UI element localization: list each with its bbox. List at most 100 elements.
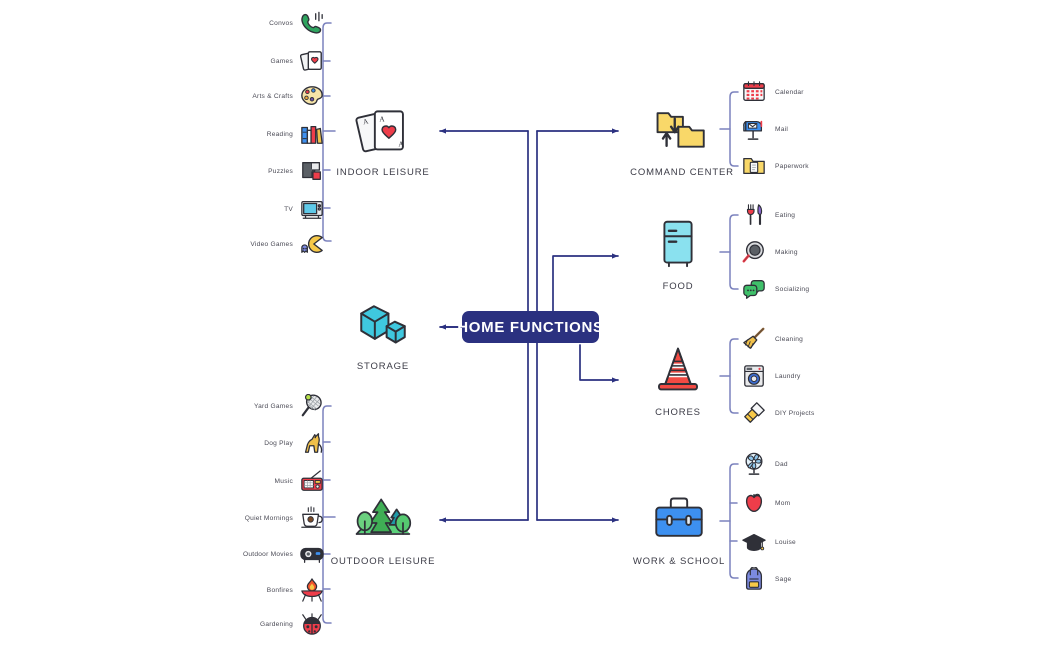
fan-icon — [742, 452, 766, 476]
list-item[interactable]: Cleaning — [742, 326, 872, 352]
list-item[interactable]: Bonfires — [170, 577, 324, 603]
branch-label-command-center: COMMAND CENTER — [630, 167, 734, 178]
list-item[interactable]: Making — [742, 239, 872, 265]
branch-label-chores: CHORES — [655, 407, 701, 418]
branch-label-food: FOOD — [662, 281, 694, 292]
leaf-label: Paperwork — [775, 162, 809, 170]
leaf-label: Louise — [775, 538, 796, 546]
list-item[interactable]: Mom — [742, 490, 872, 516]
branch-hub-outdoor-leisure[interactable]: OUTDOOR LEISURE — [331, 487, 434, 567]
list-item[interactable]: Dog Play — [170, 430, 324, 456]
calendar-icon — [742, 80, 766, 104]
list-item[interactable]: Sage — [742, 566, 872, 592]
broom-icon — [742, 327, 766, 351]
books-icon — [300, 122, 324, 146]
leaf-label: Eating — [775, 211, 796, 219]
list-item[interactable]: Socializing — [742, 276, 872, 302]
playing-cards-small-icon — [300, 49, 324, 73]
leaf-label: Convos — [269, 19, 293, 27]
apple-icon — [742, 491, 766, 515]
list-item[interactable]: Quiet Mornings — [170, 505, 324, 531]
list-item[interactable]: Gardening — [170, 611, 324, 637]
list-item[interactable]: TV — [170, 196, 324, 222]
leaf-label: Arts & Crafts — [252, 92, 293, 100]
briefcase-icon — [648, 487, 710, 549]
projector-icon — [300, 542, 324, 566]
branch-label-work-school: WORK & SCHOOL — [632, 556, 726, 567]
list-item[interactable]: Reading — [170, 121, 324, 147]
list-item[interactable]: Laundry — [742, 363, 872, 389]
dog-icon — [300, 431, 324, 455]
branch-hub-indoor-leisure[interactable]: A A A INDOOR LEISURE — [336, 98, 429, 178]
leaf-label: Music — [274, 477, 293, 485]
folders-transfer-icon — [651, 98, 713, 160]
puzzle-icon — [300, 159, 324, 183]
list-item[interactable]: Games — [170, 48, 324, 74]
list-item[interactable]: Video Games — [170, 231, 324, 257]
leaf-label: Games — [270, 57, 293, 65]
trees-icon — [352, 487, 414, 549]
list-item[interactable]: Music — [170, 468, 324, 494]
paint-palette-icon — [300, 84, 324, 108]
list-item[interactable]: Outdoor Movies — [170, 541, 324, 567]
leaf-label: Sage — [775, 575, 792, 583]
coffee-cup-icon — [300, 506, 324, 530]
list-item[interactable]: Mail — [742, 116, 872, 142]
phone-call-icon — [300, 11, 324, 35]
branch-label-outdoor-leisure: OUTDOOR LEISURE — [330, 556, 436, 567]
branch-hub-food[interactable]: FOOD — [648, 212, 708, 292]
leaf-label: Bonfires — [266, 586, 293, 594]
washing-machine-icon — [742, 364, 766, 388]
leaf-label: Mom — [775, 499, 791, 507]
leaf-label: Gardening — [259, 620, 293, 628]
playing-cards-icon: A A A — [352, 98, 414, 160]
leaf-label: Cleaning — [775, 335, 804, 343]
fire-pit-icon — [300, 578, 324, 602]
list-item[interactable]: Puzzles — [170, 158, 324, 184]
leaf-label: TV — [284, 205, 293, 213]
list-item[interactable]: DIY Projects — [742, 400, 872, 426]
radio-icon — [300, 469, 324, 493]
ladybug-icon — [300, 612, 324, 636]
list-item[interactable]: Yard Games — [170, 393, 324, 419]
fork-knife-icon — [742, 203, 766, 227]
list-item[interactable]: Arts & Crafts — [170, 83, 324, 109]
leaf-label: Puzzles — [268, 167, 293, 175]
branch-hub-chores[interactable]: CHORES — [648, 338, 708, 418]
leaf-label: Quiet Mornings — [244, 514, 293, 522]
branch-hub-work-school[interactable]: WORK & SCHOOL — [633, 487, 724, 567]
branch-hub-storage[interactable]: STORAGE — [351, 292, 415, 372]
document-folder-icon — [742, 154, 766, 178]
leaf-label: Socializing — [775, 285, 810, 293]
leaf-label: Calendar — [775, 88, 804, 96]
boxes-icon — [352, 292, 414, 354]
leaf-label: Mail — [775, 125, 789, 133]
branch-label-storage: STORAGE — [356, 361, 410, 372]
list-item[interactable]: Calendar — [742, 79, 872, 105]
center-node[interactable]: HOME FUNCTIONS — [457, 311, 603, 343]
mailbox-icon — [742, 117, 766, 141]
svg-text:A: A — [379, 115, 385, 123]
branch-hub-command-center[interactable]: COMMAND CENTER — [630, 98, 733, 178]
list-item[interactable]: Eating — [742, 202, 872, 228]
leaf-label: Reading — [266, 130, 293, 138]
leaf-label: Dog Play — [264, 439, 293, 447]
leaf-label: Video Games — [250, 240, 293, 248]
svg-text:A: A — [362, 117, 370, 126]
leaf-label: Making — [775, 248, 798, 256]
leaf-label: Laundry — [775, 372, 801, 380]
graduation-cap-icon — [742, 530, 766, 554]
list-item[interactable]: Paperwork — [742, 153, 872, 179]
branch-label-indoor-leisure: INDOOR LEISURE — [336, 167, 430, 178]
refrigerator-icon — [647, 212, 709, 274]
frying-pan-icon — [742, 240, 766, 264]
svg-text:A: A — [398, 140, 404, 148]
paint-scraper-icon — [742, 401, 766, 425]
center-node-label: HOME FUNCTIONS — [457, 318, 604, 336]
list-item[interactable]: Convos — [170, 10, 324, 36]
list-item[interactable]: Dad — [742, 451, 872, 477]
speech-bubbles-icon — [742, 277, 766, 301]
television-icon — [300, 197, 324, 221]
list-item[interactable]: Louise — [742, 529, 872, 555]
